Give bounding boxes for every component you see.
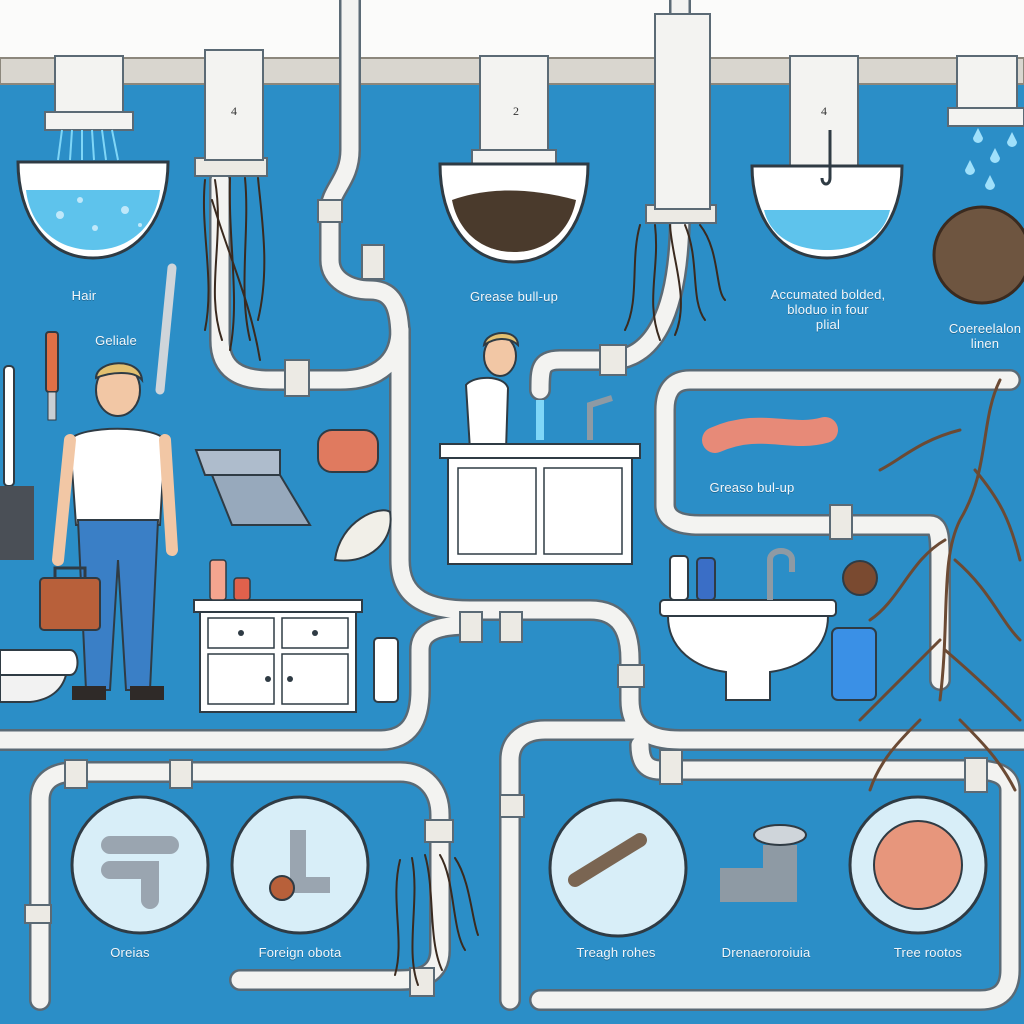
bottom-circle-foreign [230, 795, 370, 935]
salon-chair-icon [194, 449, 312, 526]
soap-bottle-icon-right [669, 555, 877, 701]
label-grease-right: Greaso bul-up [709, 480, 795, 495]
root-icon [858, 378, 1022, 792]
ball-icon [842, 560, 878, 596]
pipe-fitting-icon-right [702, 417, 838, 453]
bottom-circle-oreias [70, 795, 210, 935]
top-band [0, 0, 1024, 58]
label-hair: Hair [71, 288, 97, 303]
pipe-number-1: 4 [231, 104, 237, 118]
pipe-couplings [24, 157, 988, 997]
person-icon [52, 362, 178, 700]
label-oreias: Oreias [110, 945, 150, 960]
toilet-icon-left [0, 649, 79, 703]
sink-icon-right-bathroom [659, 599, 837, 701]
label-accumulated: Accumated bolded, bloduo in four plial [770, 287, 886, 332]
label-grease-top: Grease bull-up [469, 289, 559, 304]
sink-icon-right [750, 130, 904, 260]
wrench-icon-left [155, 263, 177, 395]
vanity-cabinet-icon [193, 559, 363, 713]
label-roots: Tree rootos [893, 945, 963, 960]
label-gelatin: Geliale [95, 333, 137, 348]
soap-bottle-icon-left [373, 637, 399, 703]
brush-icon [0, 365, 34, 560]
water-drops-icon [965, 128, 1017, 190]
bottom-circle-roots [848, 795, 988, 935]
clay-pipe-icon [317, 429, 379, 473]
sink-icon-left [16, 160, 170, 260]
label-foreign: Foreign obota [258, 945, 342, 960]
pipe-number-2: 2 [513, 104, 519, 118]
bottom-circle-tree [548, 798, 688, 938]
knife-icon [45, 331, 59, 421]
pipe-number-3: 4 [821, 104, 827, 118]
label-tree: Treagh rohes [576, 945, 656, 960]
leaf-icon [333, 509, 392, 562]
label-coerced: Coereelalon linen [948, 321, 1022, 351]
faucet-icon-right [767, 548, 795, 600]
label-dren: Drenaeroroiuia [721, 945, 811, 960]
bottom-pipe-elbow-icon [720, 824, 807, 902]
vanity-cabinet-icon-center [439, 443, 641, 565]
hair-ball-icon [932, 205, 1024, 305]
water-spray-icon [57, 129, 119, 161]
ceiling-pipes [44, 13, 1024, 210]
toolbox-icon [39, 566, 101, 631]
hair-clog-icon [202, 177, 726, 986]
faucet-icon-center [536, 395, 613, 440]
sink-icon-grease [438, 162, 590, 264]
